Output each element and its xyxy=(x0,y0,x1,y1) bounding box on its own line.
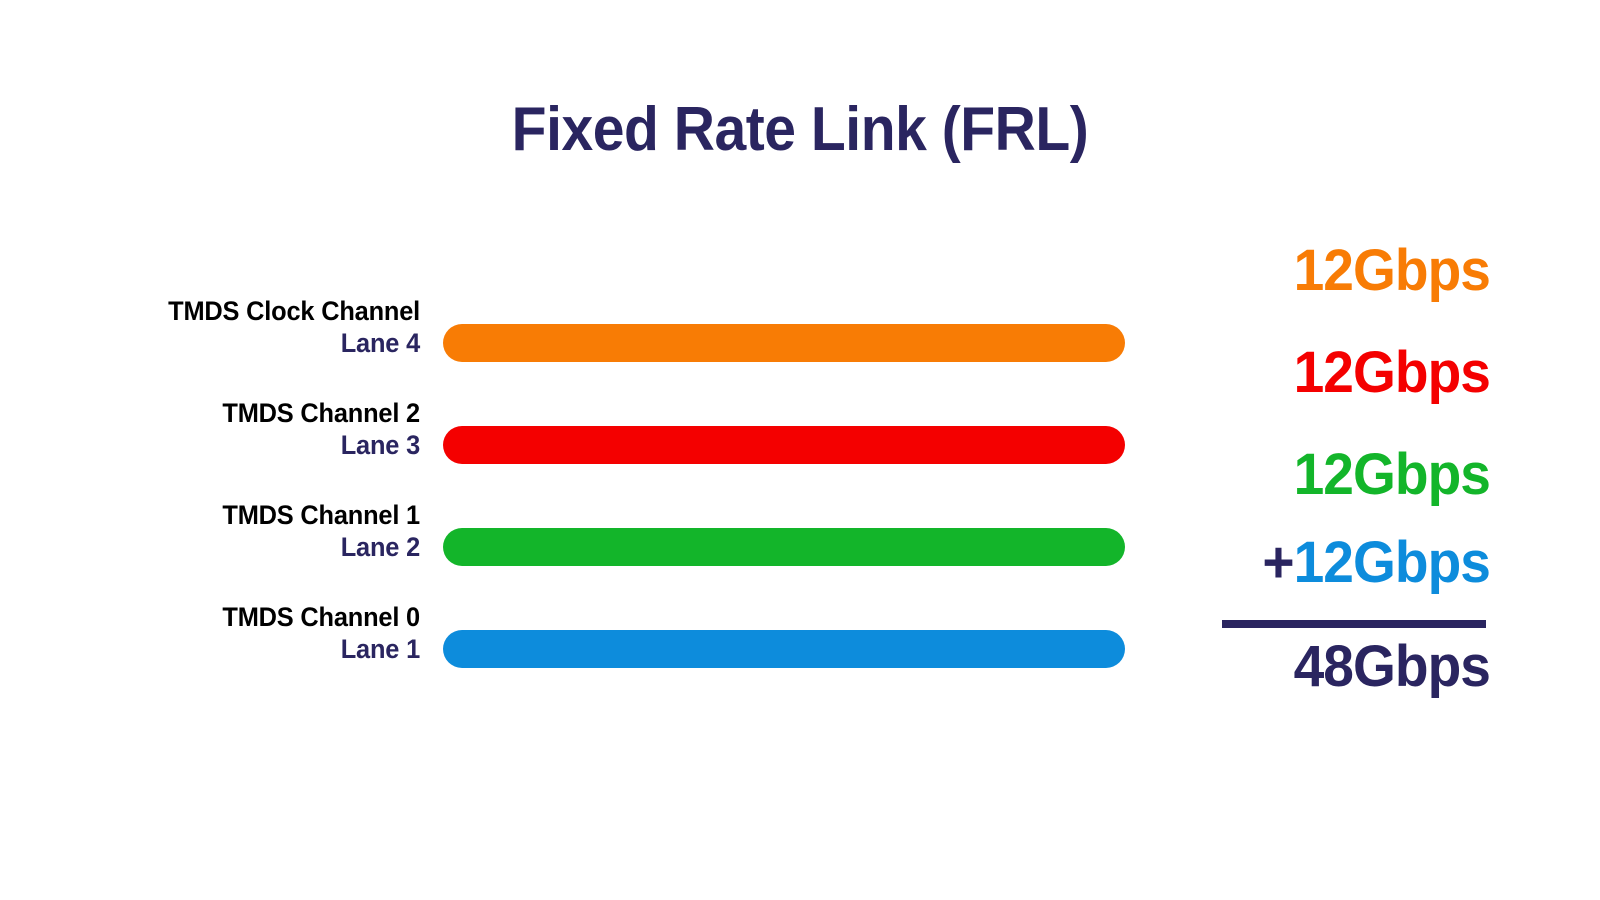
lane-bar xyxy=(443,324,1125,362)
lane-channel-label: TMDS Channel 1 xyxy=(222,500,420,530)
bandwidth-value-row: +12Gbps xyxy=(1196,534,1491,592)
plus-sign: + xyxy=(1262,530,1294,595)
bandwidth-value: 12Gbps xyxy=(1293,442,1491,507)
lane-channel-label: TMDS Clock Channel xyxy=(168,296,420,326)
lane-bar xyxy=(443,630,1125,668)
bandwidth-total: 48Gbps xyxy=(1293,634,1491,699)
summation-rule xyxy=(1222,620,1486,628)
page-title: Fixed Rate Link (FRL) xyxy=(511,95,1089,164)
lane-row: TMDS Clock Channel Lane 4 xyxy=(0,296,1600,388)
bandwidth-value: 12Gbps xyxy=(1293,238,1491,303)
lane-label-group: TMDS Channel 2 Lane 3 xyxy=(60,398,420,462)
lane-number-label: Lane 3 xyxy=(340,430,420,460)
lane-row: TMDS Channel 0 Lane 1 xyxy=(0,602,1600,694)
lane-row: TMDS Channel 2 Lane 3 xyxy=(0,398,1600,490)
lane-number-label: Lane 2 xyxy=(340,532,420,562)
lane-channel-label: TMDS Channel 0 xyxy=(222,602,420,632)
lane-number-label: Lane 4 xyxy=(340,328,420,358)
lane-channel-label: TMDS Channel 2 xyxy=(222,398,420,428)
lane-label-group: TMDS Clock Channel Lane 4 xyxy=(60,296,420,360)
bandwidth-value: 12Gbps xyxy=(1293,340,1491,405)
lane-label-group: TMDS Channel 0 Lane 1 xyxy=(60,602,420,666)
bandwidth-value: 12Gbps xyxy=(1293,530,1491,595)
lane-bar xyxy=(443,528,1125,566)
lane-bar xyxy=(443,426,1125,464)
lane-number-label: Lane 1 xyxy=(340,634,420,664)
bandwidth-summation: 12Gbps 12Gbps 12Gbps +12Gbps 48Gbps xyxy=(1180,0,1491,900)
lane-row: TMDS Channel 1 Lane 2 xyxy=(0,500,1600,592)
lane-label-group: TMDS Channel 1 Lane 2 xyxy=(60,500,420,564)
